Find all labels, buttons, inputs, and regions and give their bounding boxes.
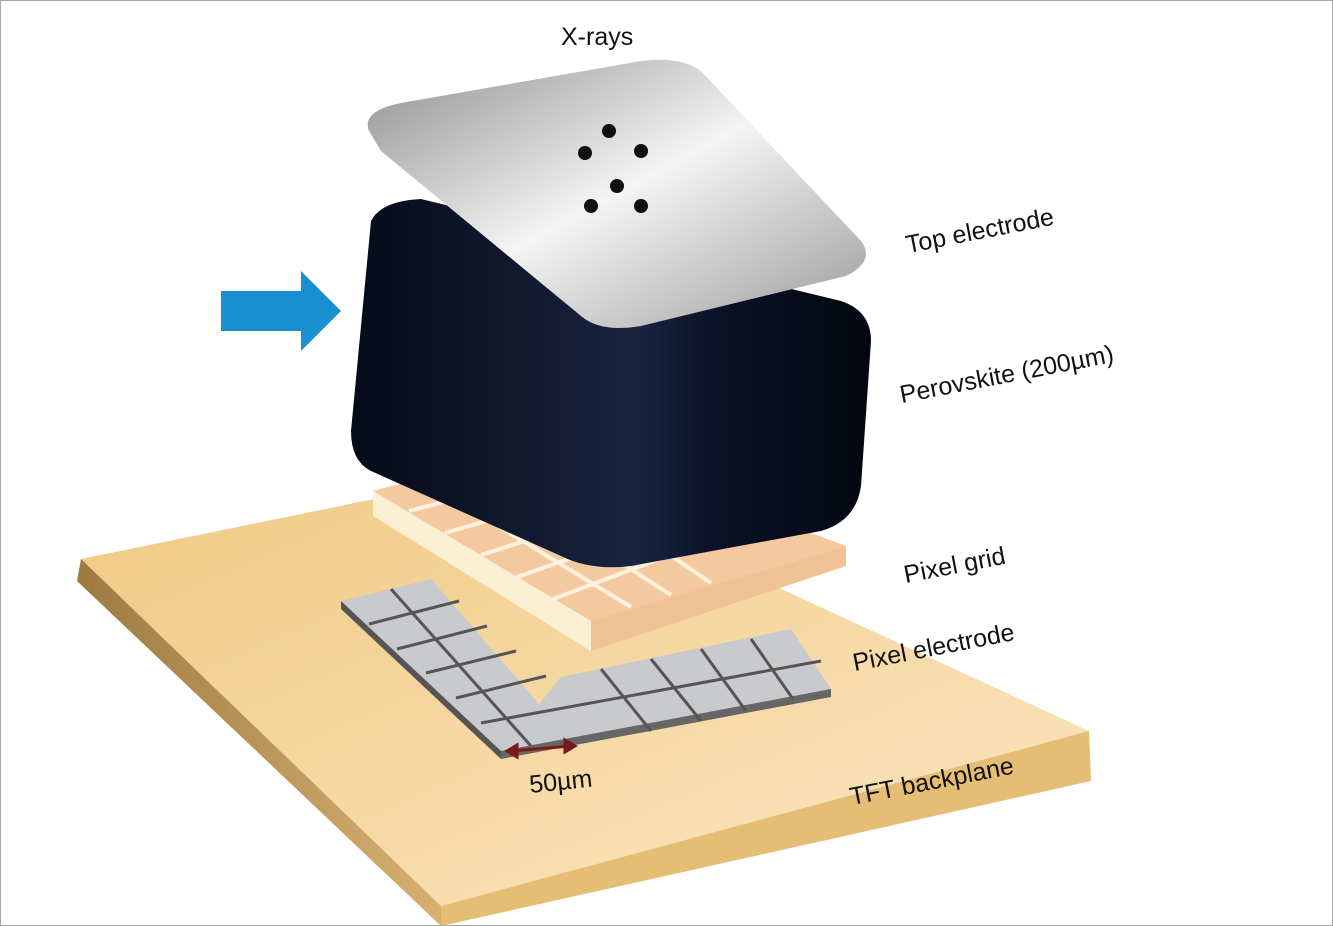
- arrow-right-icon: [221, 271, 341, 351]
- pixel-electrode-array: [341, 579, 831, 759]
- title-label: X-rays: [561, 23, 634, 51]
- top-electrode-plate: [367, 59, 866, 329]
- dimension-arrow-icon: [504, 737, 578, 760]
